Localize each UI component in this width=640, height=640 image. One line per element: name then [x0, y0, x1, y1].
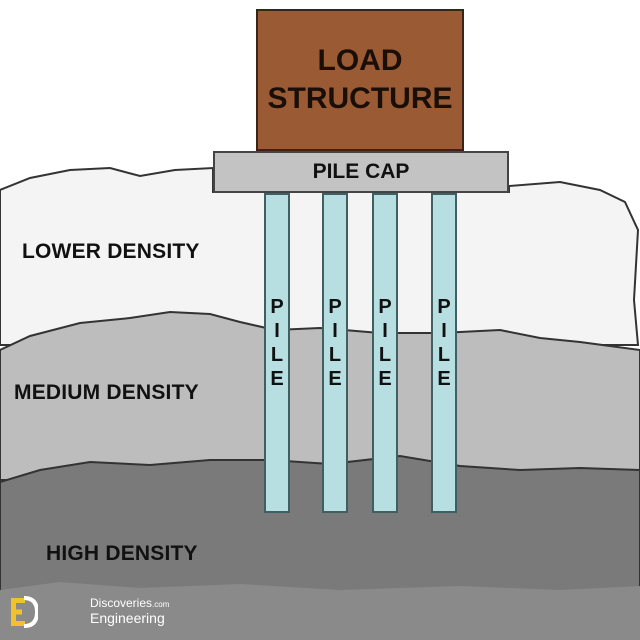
- load-structure-line1: LOAD: [317, 44, 403, 77]
- pile-letter: L: [437, 344, 451, 366]
- pile-letter: E: [270, 368, 284, 390]
- pile-3-label: P I L E: [374, 295, 396, 391]
- pile-letter: E: [328, 368, 342, 390]
- pile-letter: P: [437, 296, 451, 318]
- pile-2-label: P I L E: [324, 295, 346, 391]
- pile-letter: L: [378, 344, 392, 366]
- watermark-logo: Discoveries.com Engineering: [10, 596, 169, 630]
- pile-1-label: P I L E: [266, 295, 288, 391]
- high-density-lower-shade: [0, 582, 640, 640]
- pile-letter: I: [441, 320, 447, 342]
- watermark-line1: Discoveries.com: [90, 596, 169, 610]
- pile-letter: I: [382, 320, 388, 342]
- pile-letter: L: [270, 344, 284, 366]
- pile-cap: PILE CAP: [213, 151, 509, 193]
- watermark-line2: Engineering: [90, 610, 165, 626]
- high-density-label: HIGH DENSITY: [46, 542, 198, 565]
- pile-3: P I L E: [372, 193, 398, 513]
- pile-letter: P: [328, 296, 342, 318]
- pile-1: P I L E: [264, 193, 290, 513]
- watermark-discoveries: Discoveries: [90, 596, 153, 610]
- pile-letter: P: [378, 296, 392, 318]
- pile-letter: I: [332, 320, 338, 342]
- lower-density-label: LOWER DENSITY: [22, 240, 200, 263]
- engineering-discoveries-logo-icon: [11, 596, 38, 628]
- pile-cap-label: PILE CAP: [312, 160, 410, 183]
- load-structure-box: LOAD STRUCTURE: [256, 9, 464, 151]
- pile-2: P I L E: [322, 193, 348, 513]
- lower-density-layer: [0, 166, 640, 346]
- pile-letter: E: [378, 368, 392, 390]
- medium-density-label: MEDIUM DENSITY: [14, 381, 199, 404]
- pile-letter: P: [270, 296, 284, 318]
- pile-letter: I: [274, 320, 280, 342]
- load-structure-line2: STRUCTURE: [267, 82, 453, 115]
- pile-letter: E: [437, 368, 451, 390]
- pile-letter: L: [328, 344, 342, 366]
- pile-4-label: P I L E: [433, 295, 455, 391]
- pile-4: P I L E: [431, 193, 457, 513]
- watermark-suffix: .com: [152, 600, 170, 609]
